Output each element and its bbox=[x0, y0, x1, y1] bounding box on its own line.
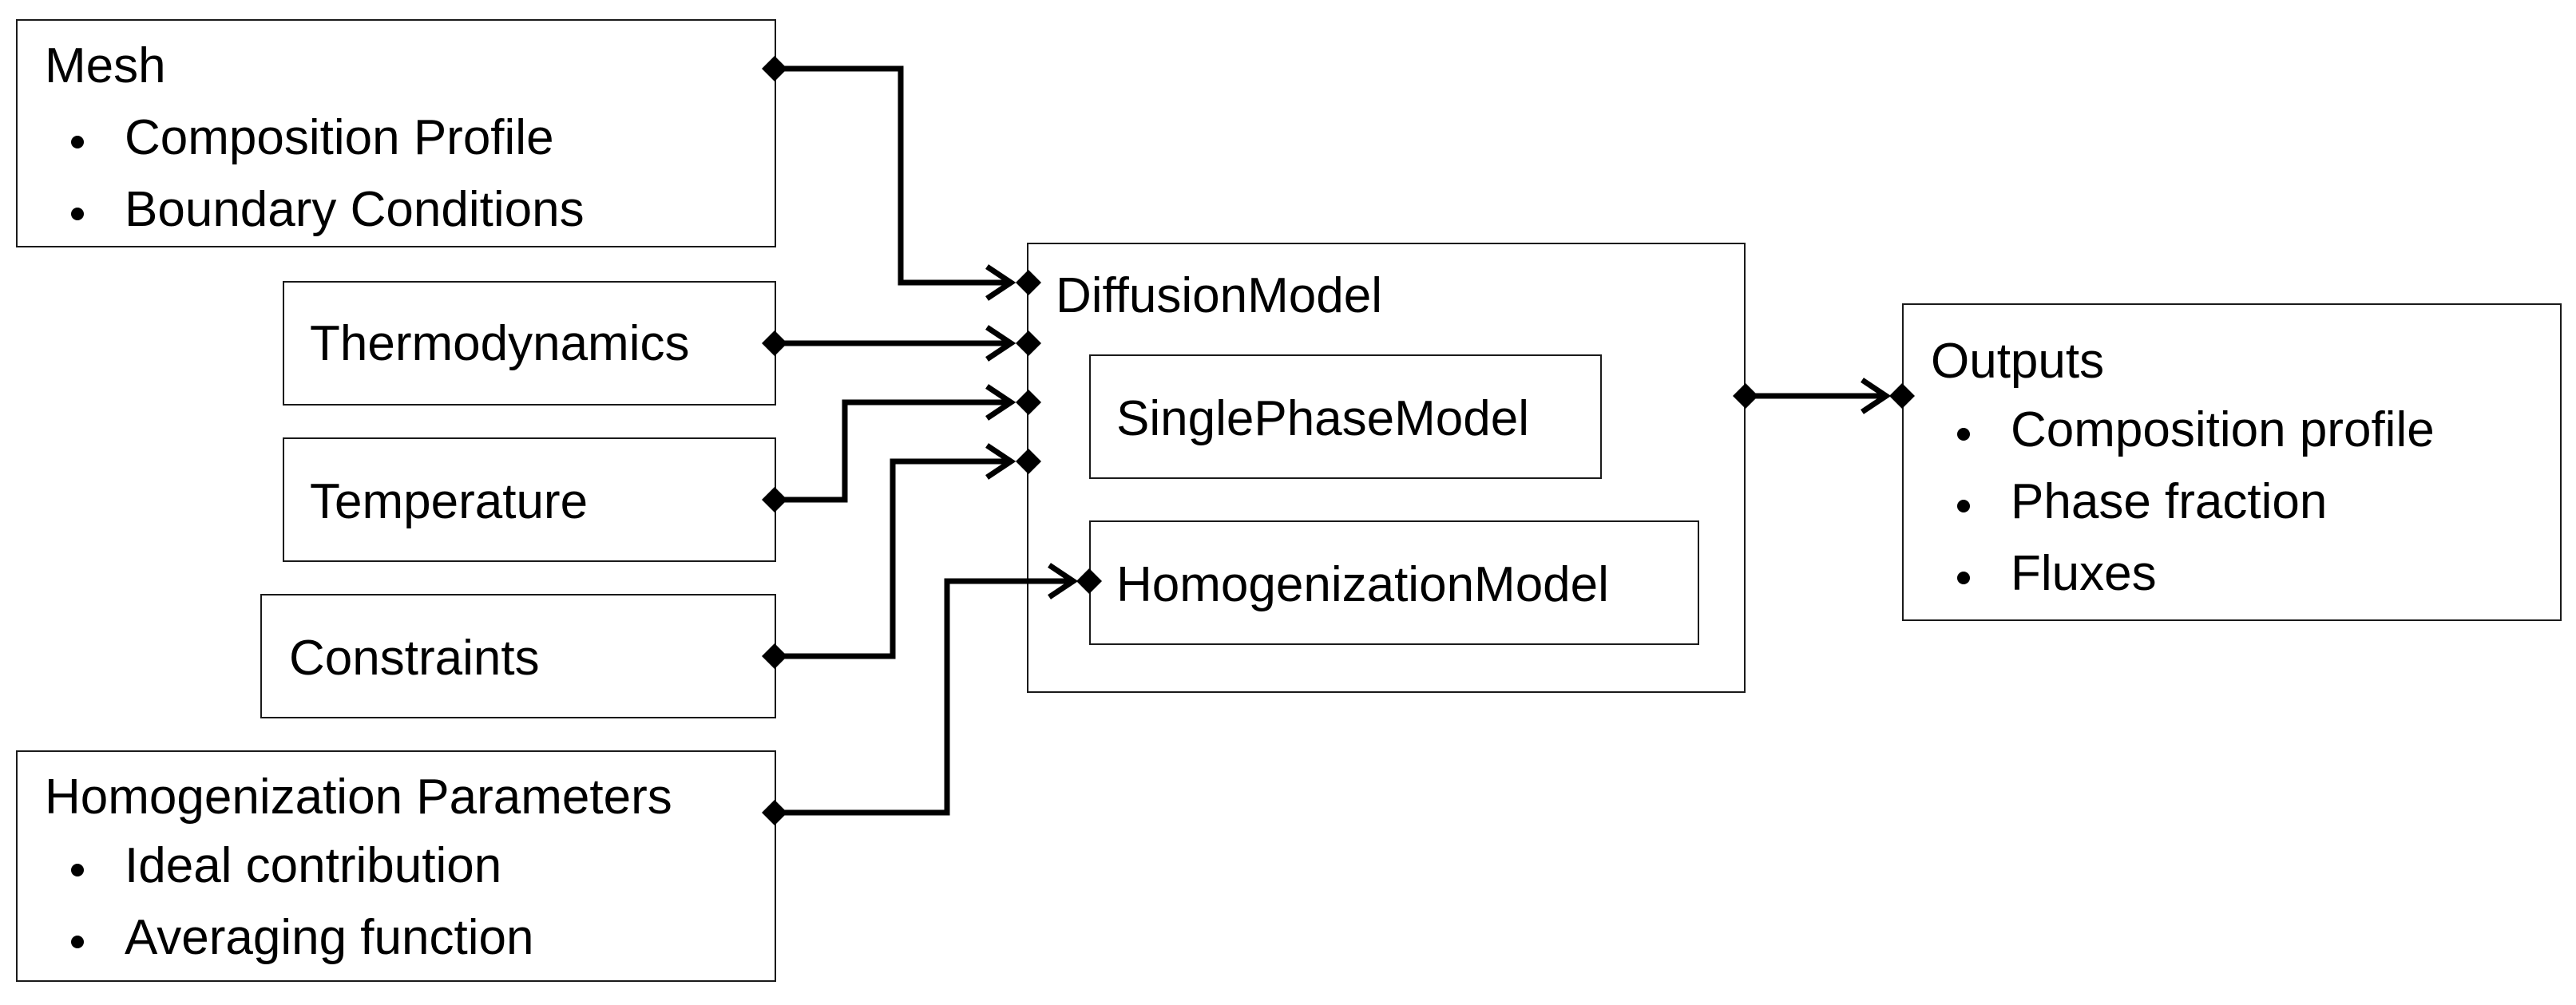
thermodynamics-box: Thermodynamics bbox=[283, 281, 776, 406]
outputs-item-label: Composition profile bbox=[2011, 402, 2435, 457]
arrowhead-icon bbox=[1861, 378, 1892, 414]
outputs-item: Composition profile bbox=[1931, 406, 2435, 477]
connector-constraints-to-diffusion-model bbox=[775, 458, 1011, 659]
homogenization-parameters-item-list: Ideal contribution Averaging function bbox=[45, 841, 533, 985]
connector-mesh-to-diffusion-model bbox=[775, 65, 1011, 286]
mesh-item: Boundary Conditions bbox=[45, 185, 585, 257]
homogenization-model-box: HomogenizationModel bbox=[1089, 520, 1699, 645]
homogenization-parameters-item: Averaging function bbox=[45, 913, 533, 985]
outputs-item-list: Composition profile Phase fraction Fluxe… bbox=[1931, 406, 2435, 621]
mesh-item: Composition Profile bbox=[45, 113, 585, 185]
arrowhead-icon bbox=[985, 325, 1017, 362]
outputs-item: Fluxes bbox=[1931, 549, 2435, 621]
single-phase-model-title: SinglePhaseModel bbox=[1116, 391, 1530, 446]
outputs-item-label: Phase fraction bbox=[2011, 474, 2328, 529]
arrowhead-icon bbox=[985, 443, 1017, 480]
thermodynamics-title: Thermodynamics bbox=[310, 316, 690, 371]
bullet-icon bbox=[1957, 500, 1970, 512]
mesh-title: Mesh bbox=[45, 38, 166, 93]
outputs-item-label: Fluxes bbox=[2011, 546, 2157, 601]
homogenization-parameters-box: Homogenization Parameters Ideal contribu… bbox=[16, 750, 776, 982]
mesh-box: Mesh Composition Profile Boundary Condit… bbox=[16, 19, 776, 247]
temperature-title: Temperature bbox=[310, 474, 589, 529]
homogenization-parameters-item: Ideal contribution bbox=[45, 841, 533, 913]
homogenization-parameters-title: Homogenization Parameters bbox=[45, 770, 672, 825]
mesh-item-label: Composition Profile bbox=[125, 110, 554, 165]
bullet-icon bbox=[71, 936, 84, 948]
arrowhead-icon bbox=[985, 264, 1017, 301]
constraints-title: Constraints bbox=[289, 631, 540, 686]
single-phase-model-box: SinglePhaseModel bbox=[1089, 354, 1602, 479]
outputs-item: Phase fraction bbox=[1931, 477, 2435, 549]
constraints-box: Constraints bbox=[260, 594, 776, 718]
connector-temperature-to-diffusion-model bbox=[775, 399, 1011, 503]
homogenization-model-title: HomogenizationModel bbox=[1116, 557, 1609, 612]
bullet-icon bbox=[1957, 428, 1970, 441]
bullet-icon bbox=[1957, 572, 1970, 584]
arrowhead-icon bbox=[985, 384, 1017, 421]
homogenization-parameters-item-label: Averaging function bbox=[125, 910, 534, 965]
bullet-icon bbox=[71, 208, 84, 220]
mesh-item-list: Composition Profile Boundary Conditions bbox=[45, 113, 585, 257]
bullet-icon bbox=[71, 136, 84, 148]
diffusion-model-title: DiffusionModel bbox=[1056, 268, 1382, 323]
mesh-item-label: Boundary Conditions bbox=[125, 182, 585, 237]
temperature-box: Temperature bbox=[283, 437, 776, 562]
outputs-title: Outputs bbox=[1931, 334, 2105, 389]
outputs-box: Outputs Composition profile Phase fracti… bbox=[1902, 303, 2562, 621]
homogenization-parameters-item-label: Ideal contribution bbox=[125, 838, 502, 893]
bullet-icon bbox=[71, 864, 84, 876]
